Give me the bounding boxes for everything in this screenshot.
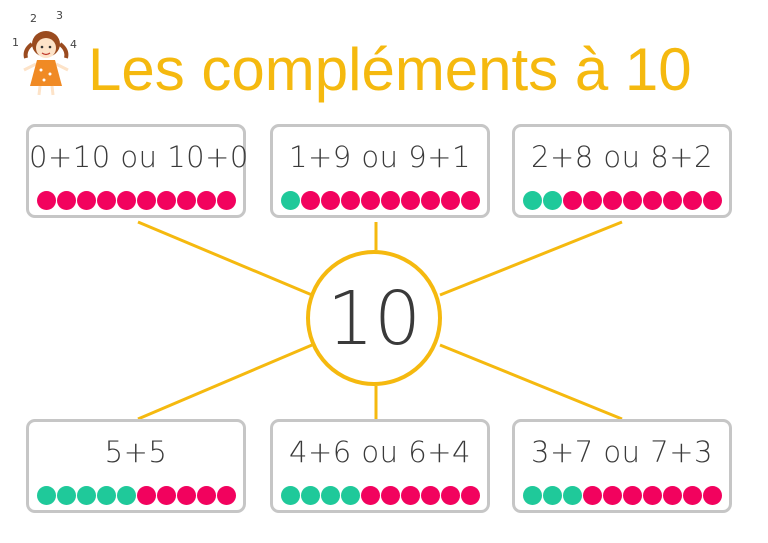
pink-bead xyxy=(582,486,602,505)
mascot-number: 2 xyxy=(30,12,37,25)
green-bead xyxy=(96,486,116,505)
pink-bead xyxy=(682,486,702,505)
green-bead xyxy=(300,486,320,505)
card-label: 1+9 ou 9+1 xyxy=(289,140,471,174)
green-bead xyxy=(116,486,136,505)
pink-bead xyxy=(642,191,662,210)
green-bead xyxy=(280,191,300,210)
pink-bead xyxy=(176,486,196,505)
pink-bead xyxy=(662,191,682,210)
pink-bead xyxy=(622,486,642,505)
connector-line xyxy=(439,343,623,421)
green-bead xyxy=(522,486,542,505)
pink-bead xyxy=(56,191,76,210)
pink-bead xyxy=(300,191,320,210)
card-label: 5+5 xyxy=(104,435,168,469)
bead-row xyxy=(515,486,729,505)
pink-bead xyxy=(76,191,96,210)
pink-bead xyxy=(116,191,136,210)
complement-card: 1+9 ou 9+1 xyxy=(270,124,490,218)
connector-line xyxy=(439,220,623,297)
bead-row xyxy=(29,191,243,210)
pink-bead xyxy=(702,486,722,505)
pink-bead xyxy=(136,191,156,210)
pink-bead xyxy=(380,486,400,505)
card-label: 0+10 ou 10+0 xyxy=(29,140,249,174)
pink-bead xyxy=(662,486,682,505)
bead-row xyxy=(515,191,729,210)
green-bead xyxy=(36,486,56,505)
pink-bead xyxy=(360,191,380,210)
pink-bead xyxy=(196,486,216,505)
bead-row xyxy=(29,486,243,505)
mascot-number: 3 xyxy=(56,9,63,22)
mascot-number: 4 xyxy=(70,38,77,51)
complement-card: 3+7 ou 7+3 xyxy=(512,419,732,513)
pink-bead xyxy=(156,191,176,210)
mascot-number: 1 xyxy=(12,36,19,49)
pink-bead xyxy=(460,486,480,505)
green-bead xyxy=(542,486,562,505)
bead-row xyxy=(273,191,487,210)
pink-bead xyxy=(340,191,360,210)
pink-bead xyxy=(96,191,116,210)
pink-bead xyxy=(420,191,440,210)
green-bead xyxy=(562,486,582,505)
pink-bead xyxy=(440,191,460,210)
green-bead xyxy=(56,486,76,505)
pink-bead xyxy=(582,191,602,210)
pink-bead xyxy=(136,486,156,505)
pink-bead xyxy=(360,486,380,505)
green-bead xyxy=(280,486,300,505)
pink-bead xyxy=(216,486,236,505)
pink-bead xyxy=(602,486,622,505)
pink-bead xyxy=(682,191,702,210)
pink-bead xyxy=(380,191,400,210)
pink-bead xyxy=(36,191,56,210)
pink-bead xyxy=(702,191,722,210)
pink-bead xyxy=(176,191,196,210)
complement-card: 2+8 ou 8+2 xyxy=(512,124,732,218)
pink-bead xyxy=(420,486,440,505)
complement-card: 0+10 ou 10+0 xyxy=(26,124,249,218)
pink-bead xyxy=(602,191,622,210)
pink-bead xyxy=(156,486,176,505)
pink-bead xyxy=(622,191,642,210)
pink-bead xyxy=(440,486,460,505)
connector-line xyxy=(137,343,313,421)
pink-bead xyxy=(196,191,216,210)
center-circle: 10 xyxy=(306,250,442,386)
green-bead xyxy=(76,486,96,505)
card-label: 2+8 ou 8+2 xyxy=(531,140,713,174)
pink-bead xyxy=(216,191,236,210)
green-bead xyxy=(522,191,542,210)
girl-mascot-icon: 1 2 3 4 xyxy=(10,6,80,98)
card-label: 4+6 ou 6+4 xyxy=(289,435,471,469)
complement-card: 4+6 ou 6+4 xyxy=(270,419,490,513)
bead-row xyxy=(273,486,487,505)
pink-bead xyxy=(642,486,662,505)
pink-bead xyxy=(400,191,420,210)
page-title: Les compléments à 10 xyxy=(88,36,692,103)
center-number: 10 xyxy=(326,276,422,362)
green-bead xyxy=(542,191,562,210)
green-bead xyxy=(320,486,340,505)
connector-line xyxy=(137,220,313,297)
complement-card: 5+5 xyxy=(26,419,246,513)
green-bead xyxy=(340,486,360,505)
pink-bead xyxy=(562,191,582,210)
pink-bead xyxy=(460,191,480,210)
card-label: 3+7 ou 7+3 xyxy=(531,435,713,469)
pink-bead xyxy=(400,486,420,505)
pink-bead xyxy=(320,191,340,210)
